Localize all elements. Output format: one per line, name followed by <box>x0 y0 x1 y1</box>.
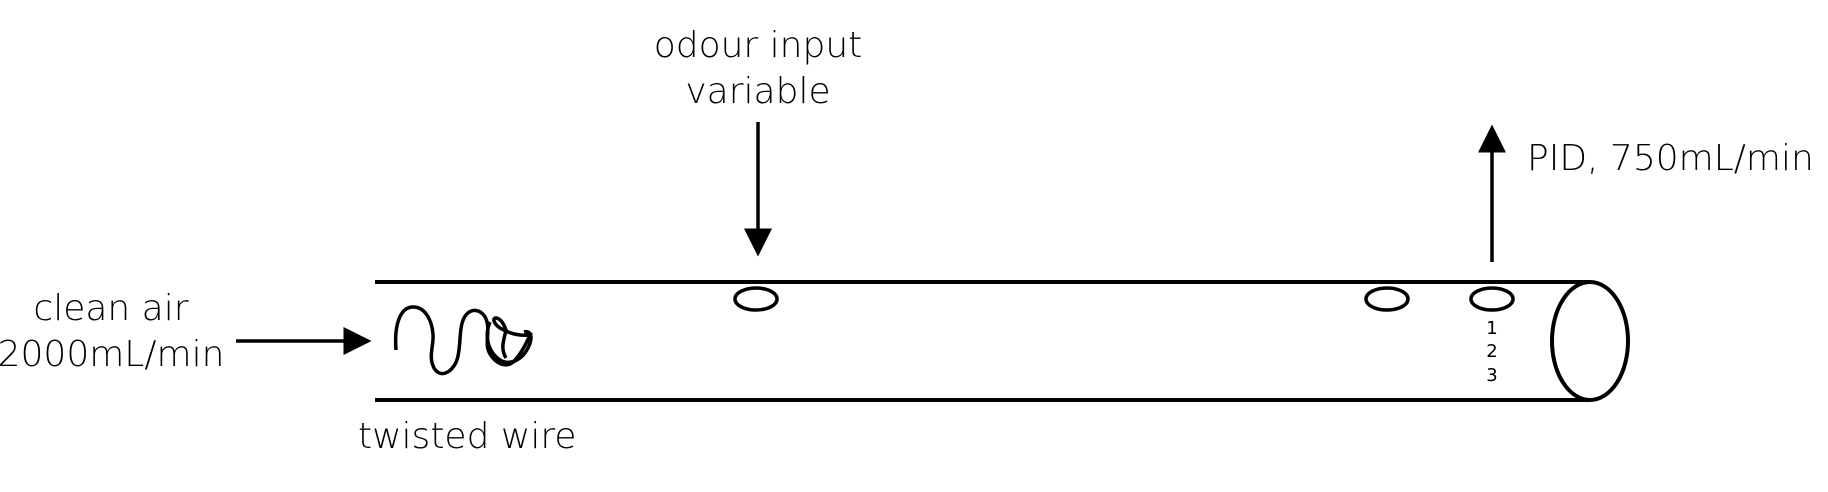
port-number-1: 1 <box>1486 318 1497 339</box>
pid-outlet-label: PID, 750mL/min <box>1527 138 1814 179</box>
twisted-wire-label: twisted wire <box>358 416 576 457</box>
clean-air-label-line1: clean air <box>33 288 188 329</box>
pid-outlet-port <box>1469 286 1515 312</box>
twisted-wire-loop <box>485 321 533 365</box>
middle-port <box>1364 286 1410 312</box>
odour-input-label-line1: odour input <box>654 25 863 66</box>
tube-end-opening <box>1550 280 1630 402</box>
port-number-2: 2 <box>1486 341 1497 362</box>
clean-air-label-line2: 2000mL/min <box>0 334 224 375</box>
odour-input-label-line2: variable <box>685 71 830 112</box>
port-number-3: 3 <box>1486 365 1497 386</box>
odour-input-port <box>733 286 779 312</box>
